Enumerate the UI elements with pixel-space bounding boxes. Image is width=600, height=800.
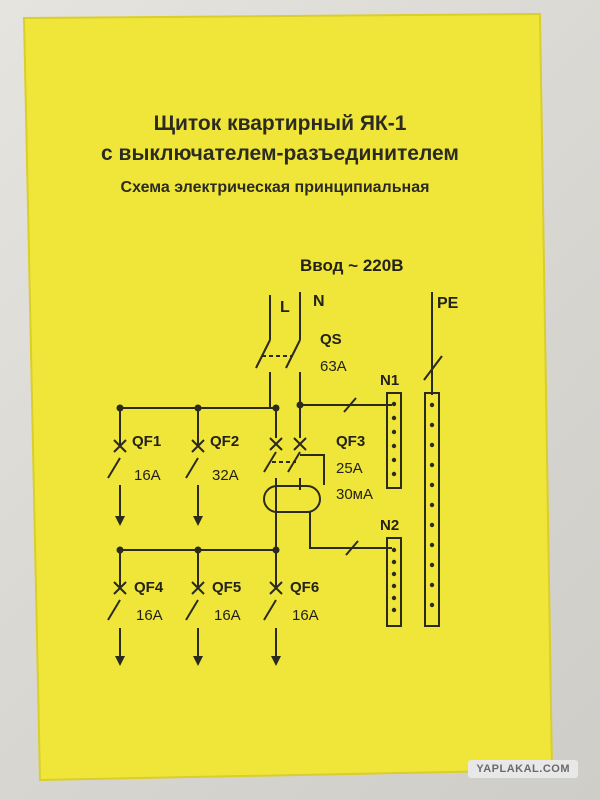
qf2-name: QF2 (210, 433, 239, 450)
qf6-name: QF6 (290, 579, 319, 596)
title-line-1: Щиток квартирный ЯК-1 (154, 112, 407, 135)
title-line-3: Схема электрическая принципиальная (121, 179, 430, 196)
qf3-leakage: 30мА (336, 486, 373, 503)
qs-rating: 63А (320, 358, 347, 375)
outgoing-arrows (115, 516, 281, 666)
busbar-pe (424, 392, 440, 627)
input-label: Ввод ~ 220В (300, 256, 403, 275)
qf2-rating: 32А (212, 467, 239, 484)
phase-label: L (280, 299, 290, 316)
qf1-name: QF1 (132, 433, 161, 450)
qs-name: QS (320, 331, 342, 348)
busbar-n1 (386, 392, 402, 489)
busbar-n2-label: N2 (380, 517, 399, 534)
busbar-terminals (391, 401, 435, 613)
busbar-n2 (386, 537, 402, 627)
qf5-rating: 16А (214, 607, 241, 624)
watermark: YAPLAKAL.COM (468, 760, 578, 778)
qf6-rating: 16А (292, 607, 319, 624)
title-line-2: с выключателем-разъединителем (101, 142, 459, 165)
qf1-rating: 16А (134, 467, 161, 484)
qf3-rating: 25А (336, 460, 363, 477)
schematic-wires (107, 292, 443, 660)
neutral-label: N (313, 293, 325, 310)
qf4-rating: 16А (136, 607, 163, 624)
qf3-name: QF3 (336, 433, 365, 450)
earth-label: PE (437, 295, 459, 312)
junction-dots (116, 401, 304, 554)
qf4-name: QF4 (134, 579, 164, 596)
qf5-name: QF5 (212, 579, 241, 596)
busbar-n1-label: N1 (380, 372, 399, 389)
